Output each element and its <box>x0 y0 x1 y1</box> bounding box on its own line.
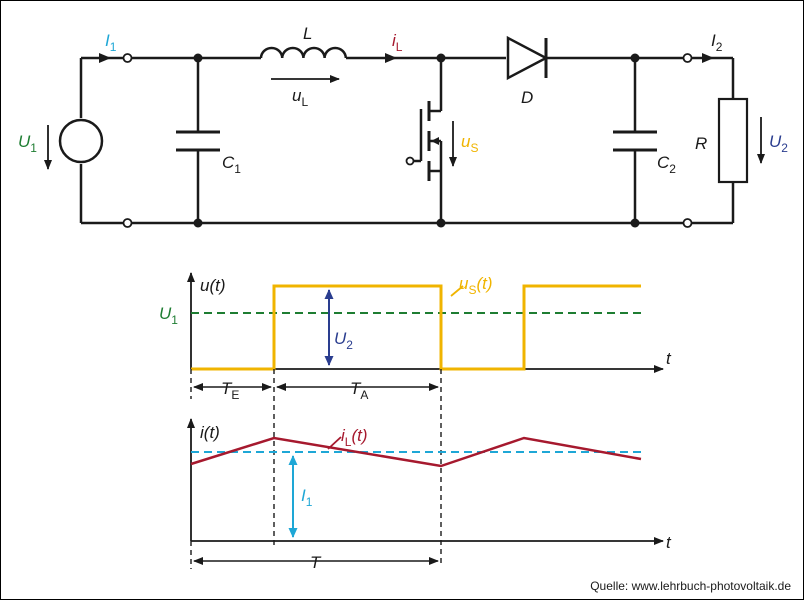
inductor-current-label-leader <box>327 436 342 450</box>
voltage-source-symbol <box>58 118 104 164</box>
current-arrow-i1 <box>99 53 111 63</box>
circuit <box>58 35 749 225</box>
inductor-coil <box>259 46 348 59</box>
node-c1-bottom <box>193 218 203 228</box>
label-u2: U2 <box>769 132 788 155</box>
voltage-plot-u2-label: U2 <box>334 329 353 352</box>
label-ul: uL <box>292 86 308 109</box>
label-u1: U1 <box>18 132 37 155</box>
label-i1: I1 <box>105 31 117 54</box>
label-r: R <box>695 134 707 153</box>
label-c2: C2 <box>657 153 676 176</box>
terminal-input-bottom <box>122 218 133 228</box>
current-plot-i1-label: I1 <box>301 486 313 509</box>
terminal-input-top <box>122 53 133 63</box>
current-plot-t-label: t <box>666 533 672 552</box>
terminal-output-bottom <box>682 218 693 228</box>
mosfet-gate-terminal <box>405 156 415 166</box>
label-il: iL <box>392 31 403 54</box>
inductor-current-waveform <box>190 436 642 468</box>
voltage-plot-u1-label: U1 <box>159 304 178 327</box>
circuit-labels: I1 L uL iL D I2 U1 C1 uS C2 R U2 <box>18 24 788 176</box>
label-d: D <box>521 88 533 107</box>
label-c1: C1 <box>222 153 241 176</box>
current-arrow-il <box>385 53 397 63</box>
voltage-plot-us-label: uS(t) <box>459 274 493 297</box>
terminal-output-top <box>682 53 693 63</box>
source-credit: Quelle: www.lehrbuch-photovoltaik.de <box>590 579 791 593</box>
diode-triangle <box>506 35 549 81</box>
switch-voltage-label-leader <box>450 285 464 297</box>
label-us: uS <box>461 132 478 155</box>
mosfet-arrow <box>431 137 439 145</box>
current-arrow-i2 <box>702 53 714 63</box>
node-switch-top <box>436 53 446 63</box>
node-c2-bottom <box>630 218 640 228</box>
voltage-plot-t-label: t <box>666 349 672 368</box>
resistor-body <box>717 97 749 184</box>
circuit-nodes <box>193 53 640 228</box>
switch-voltage-waveform <box>191 284 641 371</box>
current-plot-il-label: iL(t) <box>341 426 368 449</box>
current-plot: i(t) t iL(t) I1 T <box>187 418 672 572</box>
node-switch-bottom <box>436 218 446 228</box>
label-i2: I2 <box>711 31 723 54</box>
voltage-plot: u(t) t U1 uS(t) U2 TE TA <box>159 272 672 566</box>
voltage-plot-ta-label: TA <box>350 379 368 402</box>
node-c2-top <box>630 53 640 63</box>
voltage-plot-te-label: TE <box>221 379 239 402</box>
current-plot-period-label: T <box>310 553 322 572</box>
circuit-arrows <box>44 53 765 170</box>
label-l: L <box>303 24 312 43</box>
voltage-plot-y-label: u(t) <box>200 276 226 295</box>
current-plot-y-label: i(t) <box>200 423 220 442</box>
circuit-terminals <box>122 53 693 228</box>
node-c1-top <box>193 53 203 63</box>
